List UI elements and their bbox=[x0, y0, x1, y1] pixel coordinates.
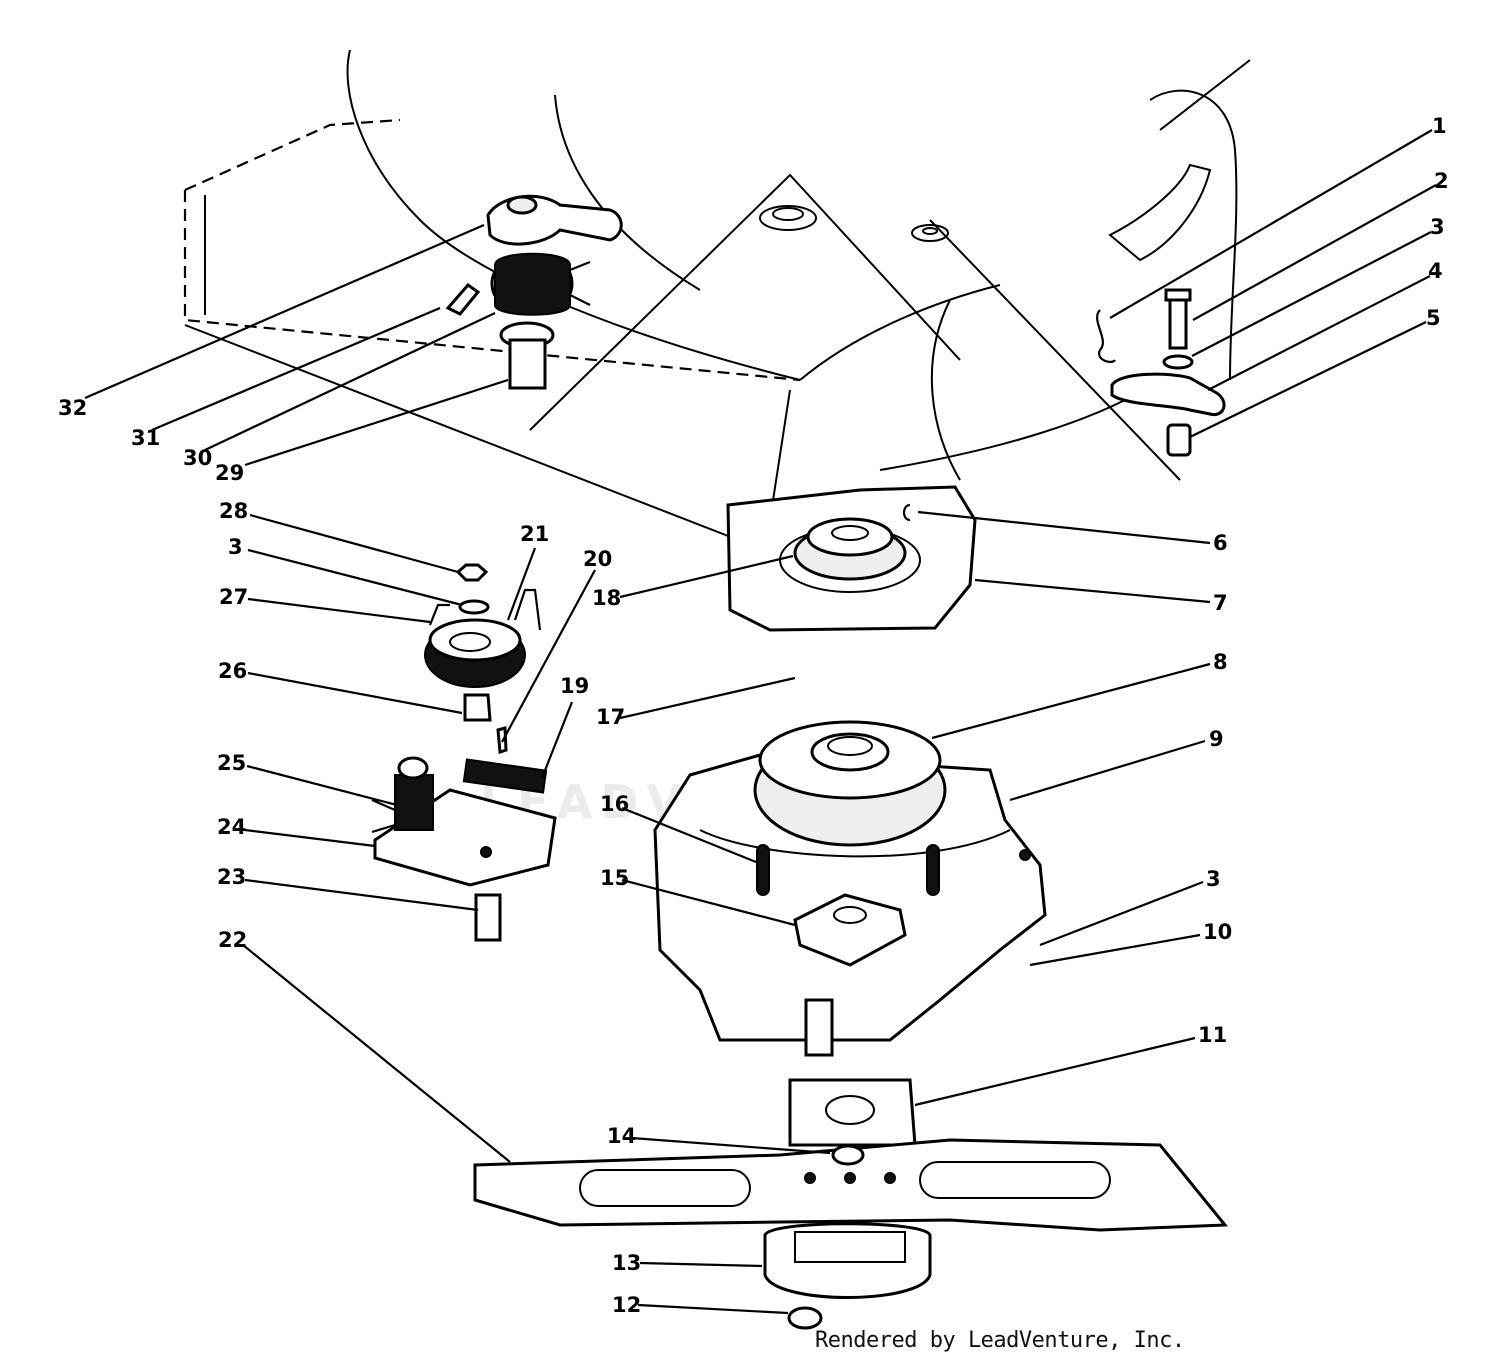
ref-20: 20 bbox=[583, 547, 612, 571]
ref-15: 15 bbox=[600, 866, 629, 890]
spindle-housing bbox=[653, 720, 1047, 1057]
idler-pulley-assembly bbox=[371, 563, 557, 942]
ref-3b: 3 bbox=[1206, 867, 1221, 891]
ref-29: 29 bbox=[215, 461, 244, 485]
ref-6: 6 bbox=[1213, 531, 1228, 555]
ref-7: 7 bbox=[1213, 591, 1228, 615]
reference-numbers: 1 2 3 4 5 6 7 8 9 3 10 11 12 13 14 15 16… bbox=[58, 114, 1449, 1317]
ref-22: 22 bbox=[218, 928, 247, 952]
right-bracket-assembly bbox=[1096, 288, 1226, 457]
deck-housing bbox=[183, 49, 1251, 561]
ref-10: 10 bbox=[1203, 920, 1232, 944]
ref-25: 25 bbox=[217, 751, 246, 775]
ref-9: 9 bbox=[1209, 727, 1224, 751]
ref-8: 8 bbox=[1213, 650, 1228, 674]
ref-3: 3 bbox=[1430, 215, 1445, 239]
ref-27: 27 bbox=[219, 585, 248, 609]
ref-1: 1 bbox=[1432, 114, 1447, 138]
ref-26: 26 bbox=[218, 659, 247, 683]
ref-12: 12 bbox=[612, 1293, 641, 1317]
ref-2: 2 bbox=[1434, 169, 1449, 193]
ref-18: 18 bbox=[592, 586, 621, 610]
ref-17: 17 bbox=[596, 705, 625, 729]
ref-23: 23 bbox=[217, 865, 246, 889]
ref-24: 24 bbox=[217, 815, 246, 839]
ref-16: 16 bbox=[600, 792, 629, 816]
ref-21: 21 bbox=[520, 522, 549, 546]
ref-28: 28 bbox=[219, 499, 248, 523]
ref-19: 19 bbox=[560, 674, 589, 698]
ref-13: 13 bbox=[612, 1251, 641, 1275]
ref-14: 14 bbox=[607, 1124, 636, 1148]
ref-11: 11 bbox=[1198, 1023, 1227, 1047]
ref-5: 5 bbox=[1426, 306, 1441, 330]
leader-lines bbox=[84, 129, 1437, 1315]
ref-4: 4 bbox=[1428, 259, 1443, 283]
idler-arm-assembly bbox=[445, 194, 623, 390]
spindle-plate bbox=[726, 485, 977, 632]
ref-31: 31 bbox=[131, 426, 160, 450]
rendered-by-credit: Rendered by LeadVenture, Inc. bbox=[815, 1328, 1185, 1353]
ref-3c: 3 bbox=[228, 535, 243, 559]
ref-32: 32 bbox=[58, 396, 87, 420]
blade-assembly bbox=[473, 1078, 1229, 1330]
ref-30: 30 bbox=[183, 446, 212, 470]
